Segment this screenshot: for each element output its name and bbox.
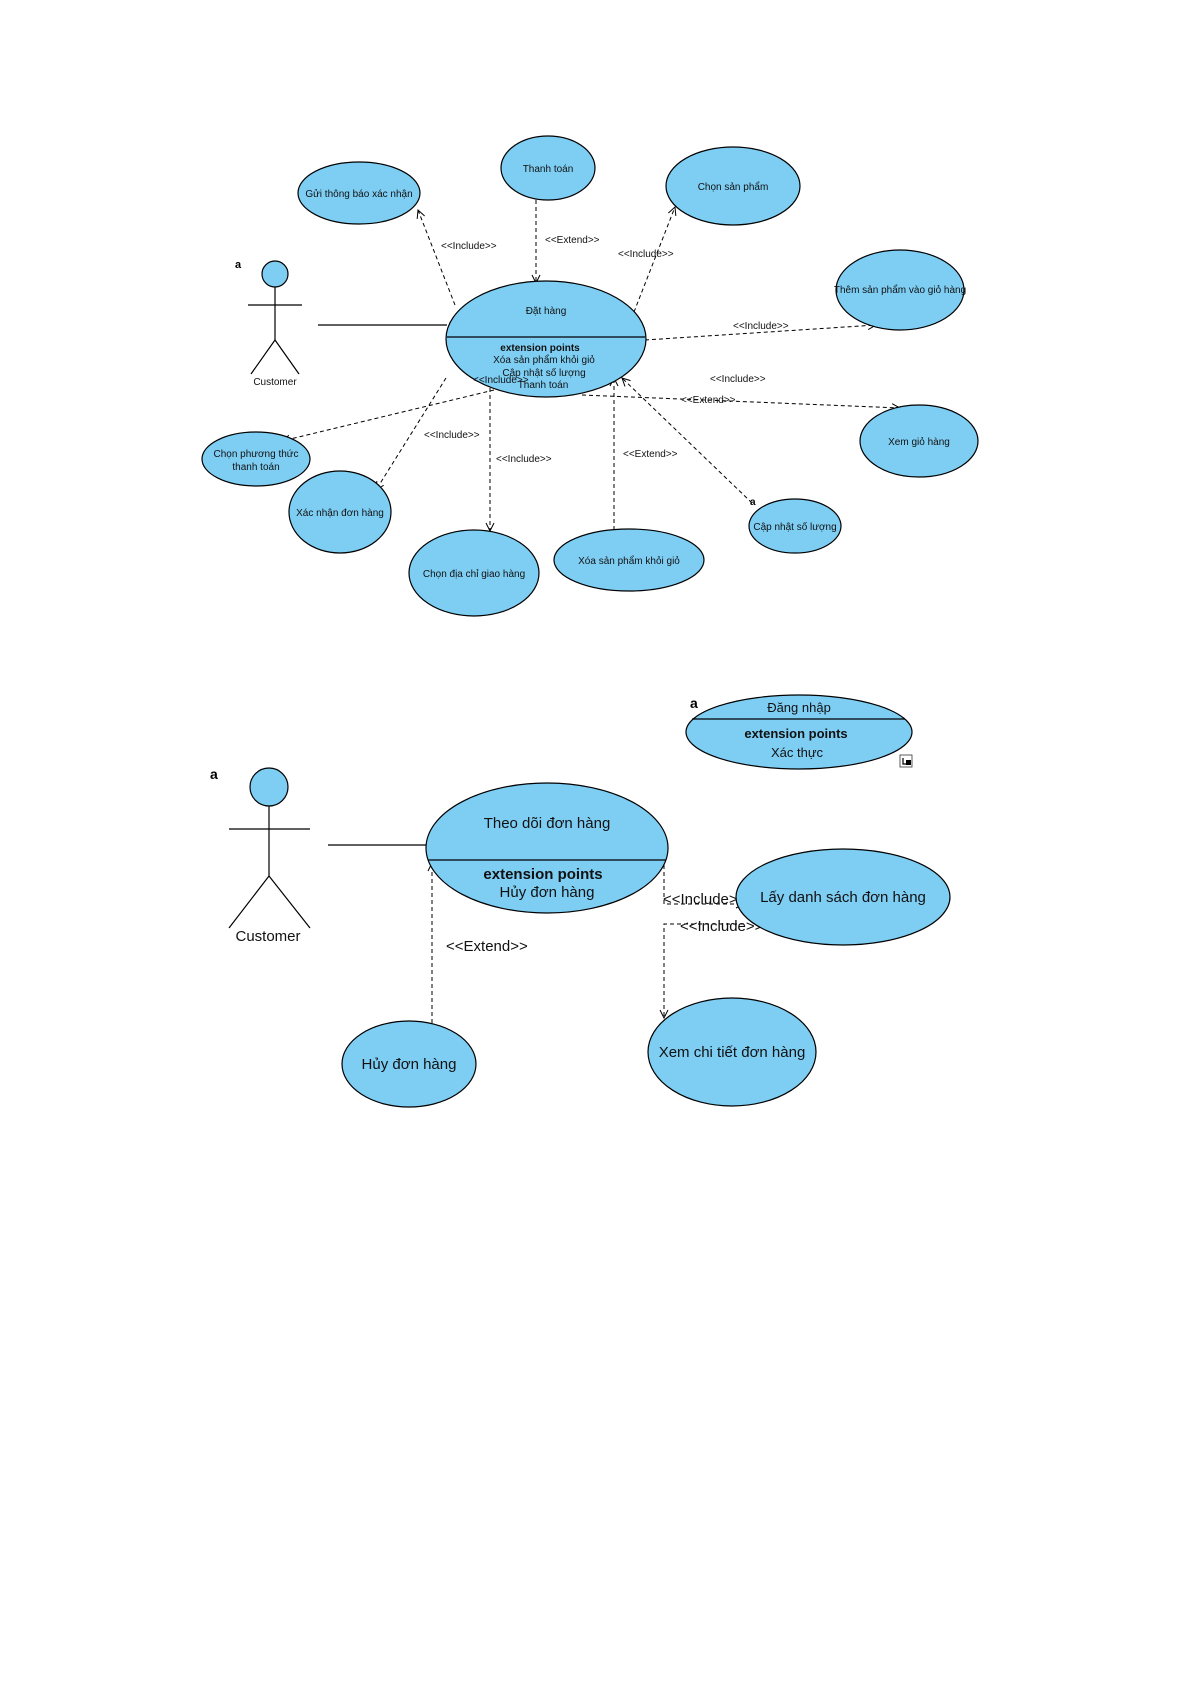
label-include: <<Include>> (710, 374, 766, 385)
usecase-chon-phuong-thuc[interactable]: Chọn phương thức thanh toán (201, 431, 311, 487)
label-include: <<Include>> (441, 241, 497, 252)
extension-point: Xác thực (771, 745, 824, 760)
usecase-dat-hang[interactable]: Đặt hàng extension points Xóa sản phẩm k… (445, 280, 647, 398)
actor-marker: a (235, 259, 242, 271)
svg-text:Lấy danh sách đơn hàng: Lấy danh sách đơn hàng (760, 889, 926, 906)
svg-text:Xóa sản phẩm khỏi giỏ: Xóa sản phẩm khỏi giỏ (578, 555, 680, 567)
svg-text:Cập nhật số lượng: Cập nhật số lượng (753, 521, 836, 533)
rel-include-detail (664, 923, 744, 1018)
extension-point: Hủy đơn hàng (500, 884, 595, 901)
svg-text:Xác nhận đơn hàng: Xác nhận đơn hàng (296, 508, 384, 519)
usecase-huy-don-hang[interactable]: Hủy đơn hàng (341, 1020, 477, 1108)
usecase-xoa-san-pham[interactable]: Xóa sản phẩm khỏi giỏ (553, 528, 705, 592)
usecase-name: Đặt hàng (526, 306, 567, 317)
svg-text:thanh toán: thanh toán (232, 462, 279, 473)
rel-include-pay (282, 389, 495, 441)
usecase-dang-nhap[interactable]: a Đăng nhập extension points Xác thực (685, 694, 913, 770)
usecase-xem-chi-tiet[interactable]: Xem chi tiết đơn hàng (647, 997, 817, 1107)
label-extend: <<Extend>> (545, 235, 600, 246)
label-extend: <<Extend>> (623, 449, 678, 460)
actor-customer-1[interactable]: a Customer (235, 259, 302, 388)
actor-customer-2[interactable]: a Customer (210, 766, 311, 945)
usecase-them-san-pham[interactable]: Thêm sản phẩm vào giỏ hàng (834, 249, 966, 331)
label-include: <<Include>> (733, 321, 789, 332)
extension-points-title: extension points (500, 343, 580, 354)
svg-text:Chọn địa chỉ giao hàng: Chọn địa chỉ giao hàng (423, 568, 525, 580)
rel-include-view (581, 394, 900, 408)
usecase-xac-nhan-don-hang[interactable]: Xác nhận đơn hàng (288, 470, 392, 554)
label-extend: <<Extend>> (446, 938, 528, 955)
rel-include-add (644, 325, 876, 341)
svg-text:Thanh toán: Thanh toán (523, 164, 574, 175)
usecase-xem-gio-hang[interactable]: Xem giỏ hàng (859, 404, 979, 478)
rel-include-notify (418, 210, 456, 306)
extension-points-title: extension points (744, 726, 847, 741)
svg-text:a: a (750, 497, 756, 508)
svg-text:Chọn sản phẩm: Chọn sản phẩm (698, 181, 769, 193)
actor-head (261, 260, 289, 288)
extension-points-title: extension points (483, 866, 602, 883)
usecase-thanh-toan[interactable]: Thanh toán (500, 135, 596, 201)
svg-text:Thêm sản phẩm vào giỏ hàng: Thêm sản phẩm vào giỏ hàng (834, 284, 966, 296)
rel-include-confirm (376, 377, 447, 490)
rel-include-choose (633, 207, 675, 313)
label-include: <<Include>> (424, 430, 480, 441)
resize-handle-icon[interactable] (899, 754, 913, 768)
diagram-track-order: a Customer <<Include>> <<Include>> <<Ext… (210, 766, 951, 1108)
label-include: <<Include>> (663, 891, 747, 908)
usecase-chon-san-pham[interactable]: Chọn sản phẩm (665, 146, 801, 226)
label-include: <<Include>> (680, 918, 764, 935)
usecase-lay-danh-sach[interactable]: Lấy danh sách đơn hàng (735, 848, 951, 946)
actor-head (249, 767, 289, 807)
diagram-order: a Customer <<Include>> <<Extend>> <<Incl… (201, 135, 979, 617)
rel-extend-update (622, 378, 753, 504)
extension-point: Cập nhật số lượng (502, 367, 585, 379)
usecase-name: Theo dõi đơn hàng (484, 815, 611, 832)
svg-text:Xem giỏ hàng: Xem giỏ hàng (888, 436, 950, 448)
usecase-theo-doi-don-hang[interactable]: Theo dõi đơn hàng extension points Hủy đ… (425, 782, 669, 914)
rel-include-list (663, 858, 744, 904)
svg-text:Xem chi tiết đơn hàng: Xem chi tiết đơn hàng (659, 1044, 806, 1061)
usecase-chon-dia-chi[interactable]: Chọn địa chỉ giao hàng (408, 529, 540, 617)
usecase-marker: a (690, 695, 698, 711)
label-include: <<Include>> (618, 249, 674, 260)
usecase-cap-nhat-so-luong[interactable]: a Cập nhật số lượng (748, 497, 842, 554)
usecase-name: Đăng nhập (767, 700, 831, 715)
svg-text:Chọn phương thức: Chọn phương thức (214, 449, 299, 460)
label-include: <<Include>> (496, 454, 552, 465)
actor-marker: a (210, 766, 218, 782)
extension-point: Thanh toán (518, 380, 569, 391)
svg-text:Gửi thông báo xác nhận: Gửi thông báo xác nhận (305, 188, 412, 200)
label-include: <<Include>> (473, 375, 529, 386)
usecase-gui-thong-bao[interactable]: Gửi thông báo xác nhận (297, 161, 421, 225)
actor-name: Customer (235, 928, 300, 945)
label-extend: <<Extend>> (681, 395, 736, 406)
svg-text:Hủy đơn hàng: Hủy đơn hàng (362, 1056, 457, 1073)
actor-name: Customer (253, 377, 297, 388)
extension-point: Xóa sản phẩm khỏi giỏ (493, 354, 595, 366)
